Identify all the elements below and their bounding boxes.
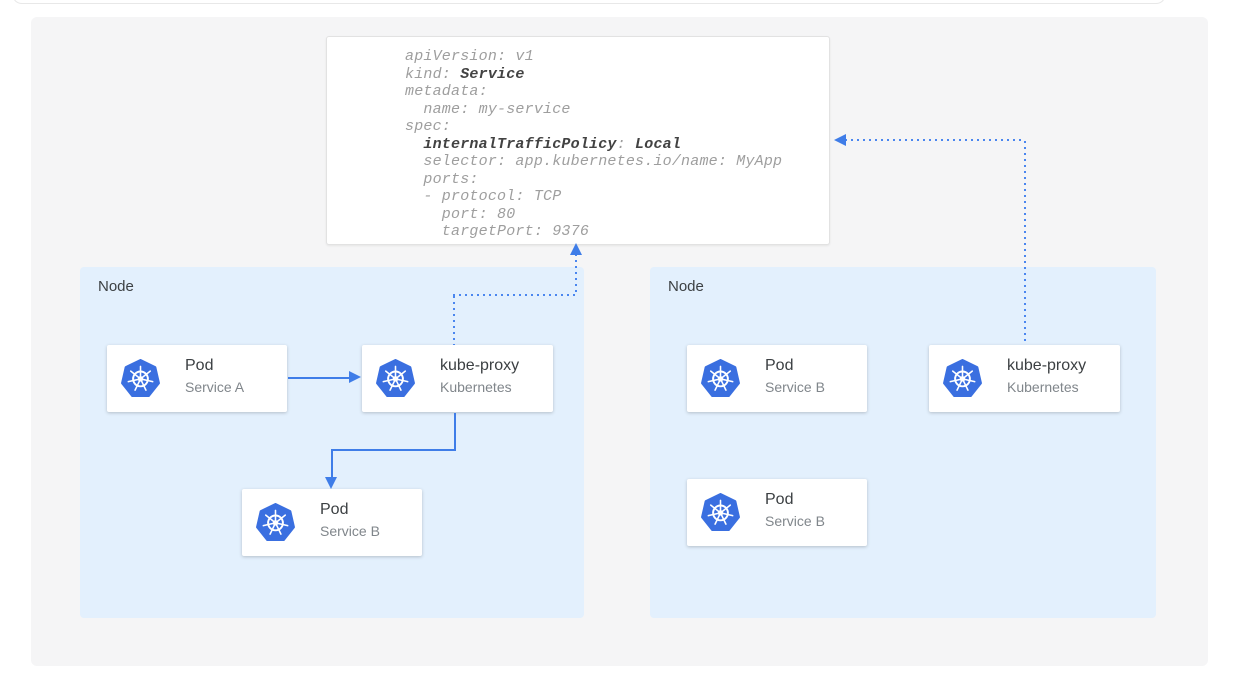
card-kube-proxy-left: kube-proxy Kubernetes — [362, 345, 553, 412]
yaml-line: name: my-service — [405, 100, 571, 118]
kubernetes-icon — [701, 493, 740, 532]
card-subtitle: Kubernetes — [1007, 379, 1079, 395]
yaml-line: kind: Service — [405, 65, 525, 83]
node-left-label: Node — [98, 278, 134, 295]
arrowhead-left — [834, 134, 846, 146]
card-title: kube-proxy — [440, 357, 520, 374]
diagram-canvas: apiVersion: v1 kind: Service metadata: n… — [31, 17, 1208, 666]
card-title: Pod — [765, 357, 794, 374]
arrowhead-down — [325, 477, 337, 489]
card-subtitle: Service A — [185, 379, 245, 395]
node-right: Node — [650, 267, 1156, 618]
kubernetes-icon — [943, 359, 982, 398]
yaml-line: - protocol: TCP — [405, 188, 562, 205]
arrowhead-up — [570, 243, 582, 255]
arrowhead-right — [349, 371, 361, 383]
card-subtitle: Service B — [765, 379, 825, 395]
header-bottom-divider — [12, 0, 1166, 4]
yaml-line: apiVersion: v1 — [405, 48, 534, 65]
card-title: Pod — [185, 357, 214, 374]
node-right-label: Node — [668, 278, 704, 295]
yaml-line: metadata: — [405, 83, 488, 100]
kubernetes-icon — [121, 359, 160, 398]
yaml-line: port: 80 — [405, 205, 516, 223]
service-yaml-code: apiVersion: v1 kind: Service metadata: n… — [405, 48, 782, 241]
node-left: Node — [80, 267, 584, 618]
card-title: Pod — [765, 491, 794, 508]
yaml-line: targetPort: 9376 — [405, 223, 590, 240]
card-subtitle: Kubernetes — [440, 379, 512, 395]
card-pod-service-b-left: Pod Service B — [242, 489, 422, 556]
card-pod-service-b-right-top: Pod Service B — [687, 345, 867, 412]
card-title: kube-proxy — [1007, 357, 1087, 374]
kubernetes-icon — [256, 503, 295, 542]
card-pod-service-a: Pod Service A — [107, 345, 287, 412]
yaml-line: ports: — [405, 170, 479, 188]
kubernetes-icon — [701, 359, 740, 398]
card-kube-proxy-right: kube-proxy Kubernetes — [929, 345, 1120, 412]
service-yaml-card: apiVersion: v1 kind: Service metadata: n… — [326, 36, 830, 245]
yaml-line: selector: app.kubernetes.io/name: MyApp — [405, 153, 783, 170]
card-subtitle: Service B — [765, 513, 825, 529]
card-pod-service-b-right-bottom: Pod Service B — [687, 479, 867, 546]
yaml-line: spec: — [405, 118, 452, 135]
yaml-line: internalTrafficPolicy: Local — [423, 135, 682, 153]
card-subtitle: Service B — [320, 523, 380, 539]
kubernetes-icon — [376, 359, 415, 398]
card-title: Pod — [320, 501, 349, 518]
